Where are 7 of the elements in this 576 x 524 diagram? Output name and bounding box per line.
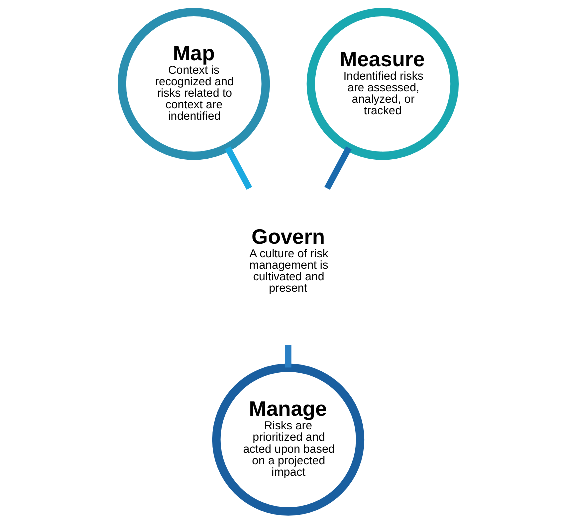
node-circle: Measure Indentified risks are assessed, analyzed, or tracked xyxy=(306,8,458,160)
connector xyxy=(284,345,292,368)
connector xyxy=(324,146,352,190)
connector xyxy=(224,146,252,190)
node-text: Govern A culture of risk management is cultivated and present xyxy=(249,226,328,296)
node-circle: Map Context is recognized and risks related to context are indentified xyxy=(118,8,270,160)
node-circle: Manage Risks are prioritized and acted upon based on a projected impact xyxy=(212,364,364,516)
